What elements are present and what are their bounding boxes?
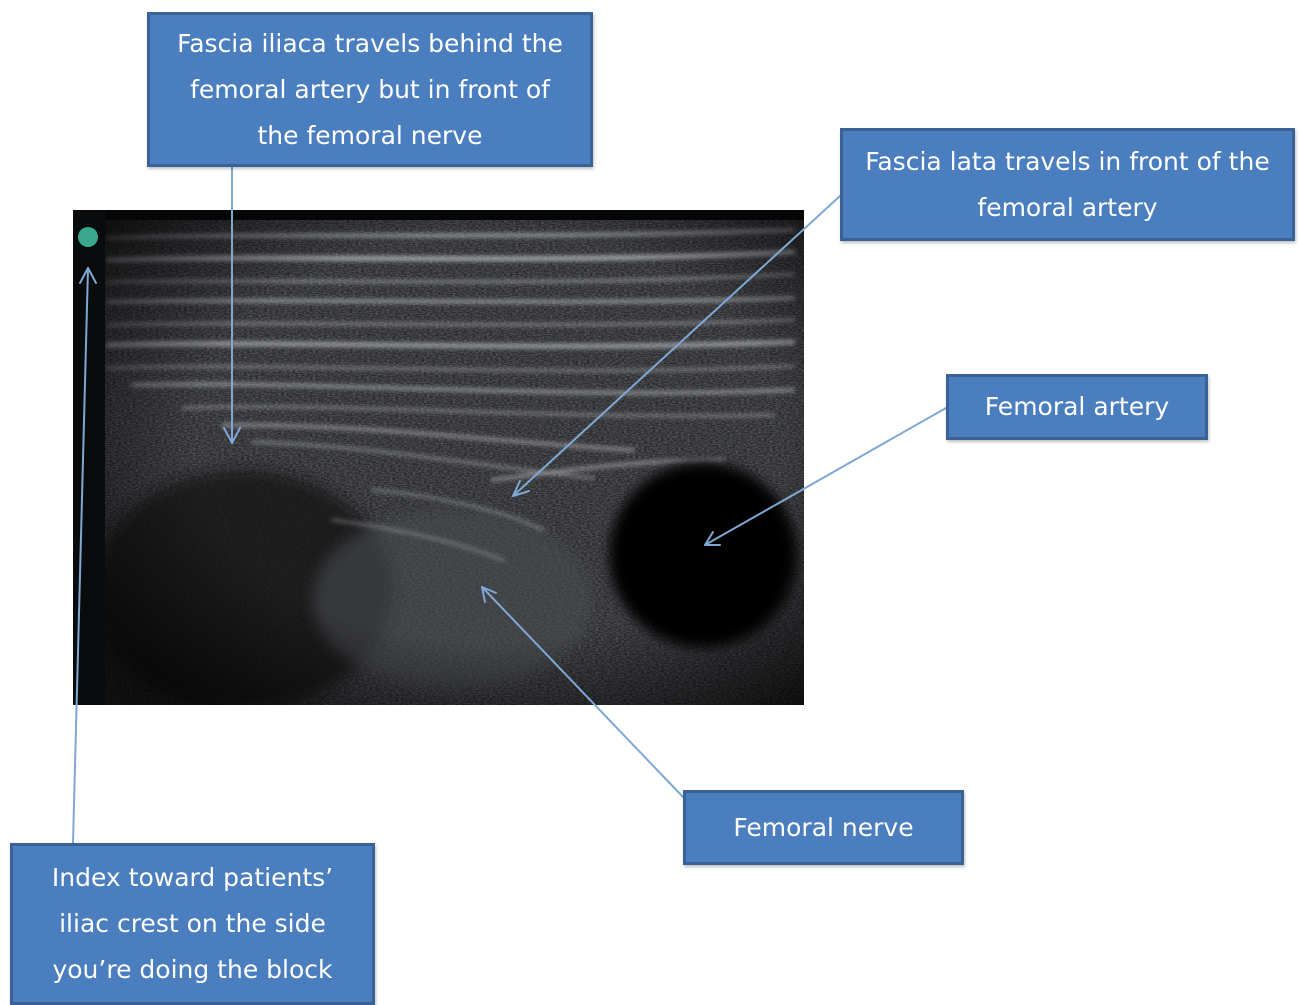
femoral-nerve-label: Femoral nerve bbox=[683, 790, 964, 865]
ultrasound-image bbox=[73, 210, 804, 705]
fascia-lata-label: Fascia lata travels in front of the femo… bbox=[840, 128, 1295, 241]
index-marker-label: Index toward patients’ iliac crest on th… bbox=[10, 843, 375, 1005]
femoral-artery-label: Femoral artery bbox=[946, 374, 1208, 440]
fascia-iliaca-label: Fascia iliaca travels behind the femoral… bbox=[147, 12, 593, 167]
index-dot-icon bbox=[78, 227, 98, 247]
